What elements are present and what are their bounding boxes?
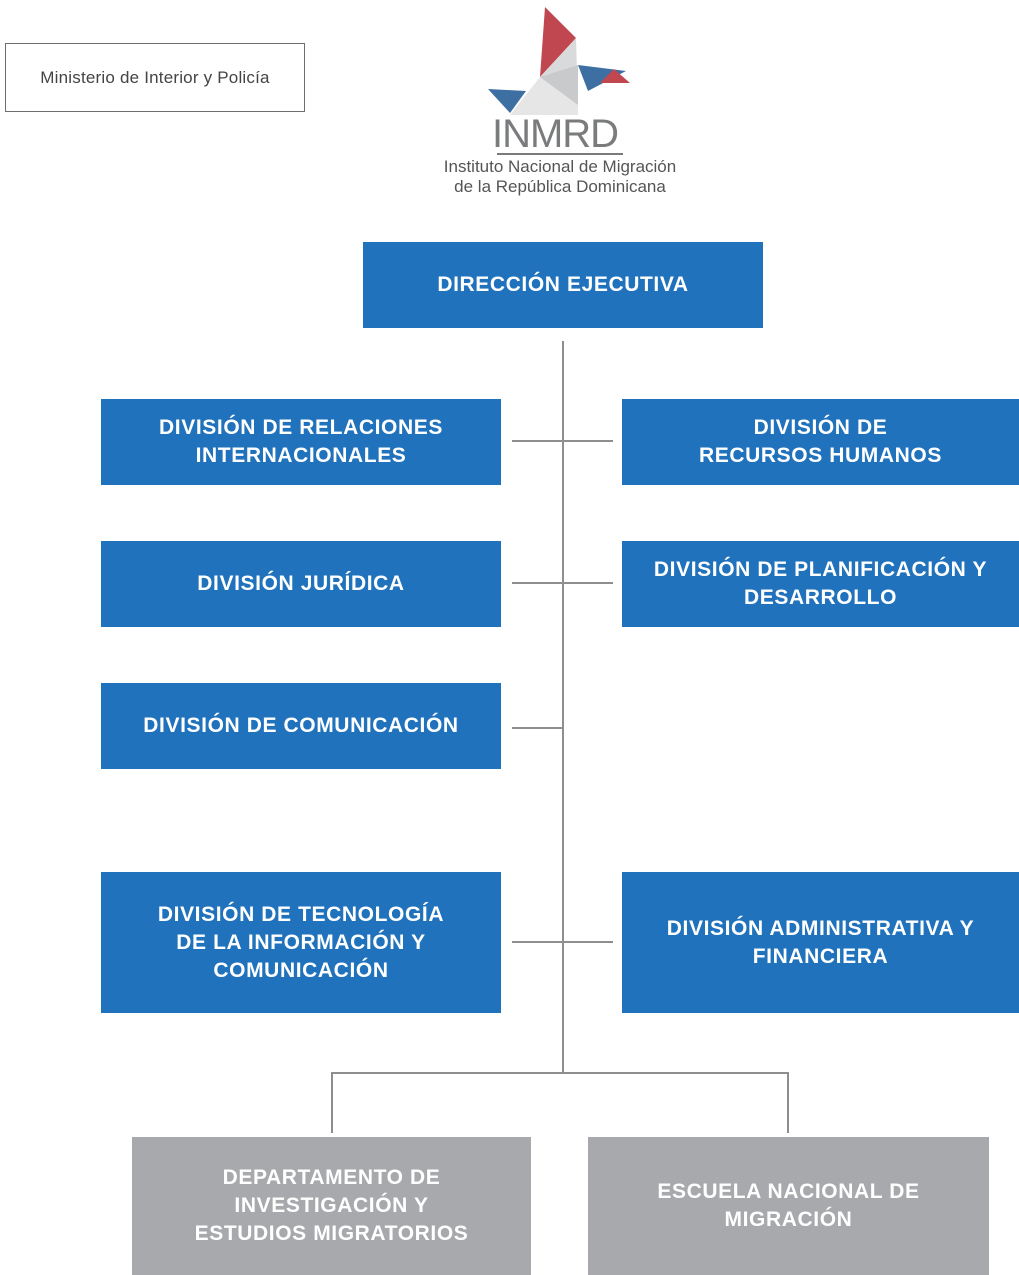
box-comunicacion: DIVISIÓN DE COMUNICACIÓN bbox=[101, 683, 501, 769]
box-relaciones-internacionales: DIVISIÓN DE RELACIONES INTERNACIONALES bbox=[101, 399, 501, 485]
branch-row-4 bbox=[512, 941, 613, 943]
box-juridica: DIVISIÓN JURÍDICA bbox=[101, 541, 501, 627]
bottom-horizontal-line bbox=[331, 1072, 789, 1074]
main-trunk-line bbox=[562, 341, 564, 1073]
box-investigacion-estudios: DEPARTAMENTO DE INVESTIGACIÓN Y ESTUDIOS… bbox=[132, 1137, 531, 1275]
box-administrativa-financiera: DIVISIÓN ADMINISTRATIVA Y FINANCIERA bbox=[622, 872, 1019, 1013]
ministry-label: Ministerio de Interior y Policía bbox=[5, 43, 305, 112]
logo-name-line-2: de la República Dominicana bbox=[454, 177, 666, 196]
logo-underline bbox=[497, 153, 623, 155]
logo-name-line-1: Instituto Nacional de Migración bbox=[443, 157, 677, 176]
branch-row-3 bbox=[512, 727, 563, 729]
box-tecnologia-informacion: DIVISIÓN DE TECNOLOGÍA DE LA INFORMACIÓN… bbox=[101, 872, 501, 1013]
logo-acronym: INMRD bbox=[491, 112, 619, 156]
logo-full-name: Instituto Nacional de Migración de la Re… bbox=[395, 157, 725, 197]
box-escuela-nacional: ESCUELA NACIONAL DE MIGRACIÓN bbox=[588, 1137, 989, 1275]
inmrd-bird-logo-icon bbox=[488, 7, 630, 115]
branch-row-1 bbox=[512, 440, 613, 442]
bottom-left-drop bbox=[331, 1072, 333, 1133]
bottom-right-drop bbox=[787, 1072, 789, 1133]
branch-row-2 bbox=[512, 582, 613, 584]
box-recursos-humanos: DIVISIÓN DE RECURSOS HUMANOS bbox=[622, 399, 1019, 485]
box-direccion-ejecutiva: DIRECCIÓN EJECUTIVA bbox=[363, 242, 763, 328]
box-planificacion-desarrollo: DIVISIÓN DE PLANIFICACIÓN Y DESARROLLO bbox=[622, 541, 1019, 627]
